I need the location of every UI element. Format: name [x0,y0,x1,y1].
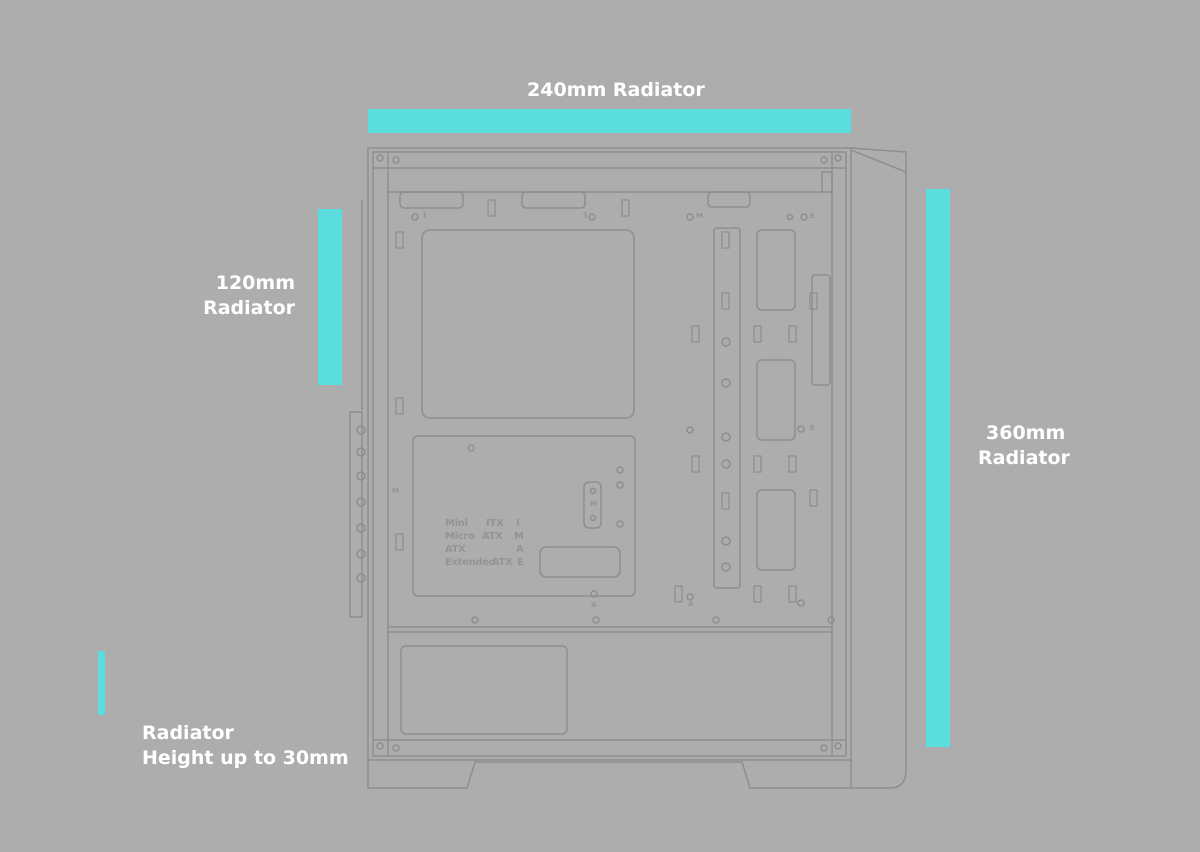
mb-row1-name: Mini [445,518,468,529]
mark-a-1: A [591,601,597,609]
mark-e-1: E [810,212,815,220]
mb-row2-type: ATX [482,531,503,542]
cable-tie-points [395,199,818,603]
radiator-height-legend-bar [98,651,105,715]
standoff-holes [411,213,835,624]
radiator-120mm-bar [318,209,342,385]
front-io-panel [349,200,366,618]
mark-i-1: I [423,211,426,220]
mb-row1-type: ITX [486,518,504,529]
motherboard-tray [412,435,636,597]
mb-row1-code: I [516,518,520,529]
label-360mm-radiator: 360mm Radiator [978,421,1070,471]
mb-row3-code: A [516,544,524,555]
radiator-240mm-bar [368,109,851,133]
label-radiator-height: Radiator Height up to 30mm [142,721,349,771]
mb-row4-name: Extended [445,557,496,568]
mark-a-2: A [688,600,694,608]
mark-m-3: M [392,487,399,495]
label-240mm-radiator: 240mm Radiator [527,79,705,101]
mb-row4-type: ATX [492,557,513,568]
label-360mm-line2: Radiator [978,447,1070,469]
mb-row4-code: E [517,557,524,568]
label-120mm-line2: Radiator [203,297,295,319]
label-120mm-radiator: 120mm Radiator [200,271,295,321]
label-360mm-line1: 360mm [986,422,1066,444]
mark-m-1: M [696,212,703,220]
case-frame [367,147,907,789]
corner-screws [376,154,842,752]
mark-e-2: E [810,424,815,432]
label-height-line1: Radiator [142,722,234,744]
mb-row2-name: Micro [445,531,475,542]
radiator-360mm-bar [926,189,950,747]
mb-row2-code: M [514,531,524,542]
mark-i-2: I [584,211,587,220]
cable-cutouts [399,191,831,735]
mb-row3-name: ATX [445,544,466,555]
label-120mm-line1: 120mm [215,272,295,294]
mark-m-2: M [590,500,597,508]
label-height-line2: Height up to 30mm [142,747,349,769]
